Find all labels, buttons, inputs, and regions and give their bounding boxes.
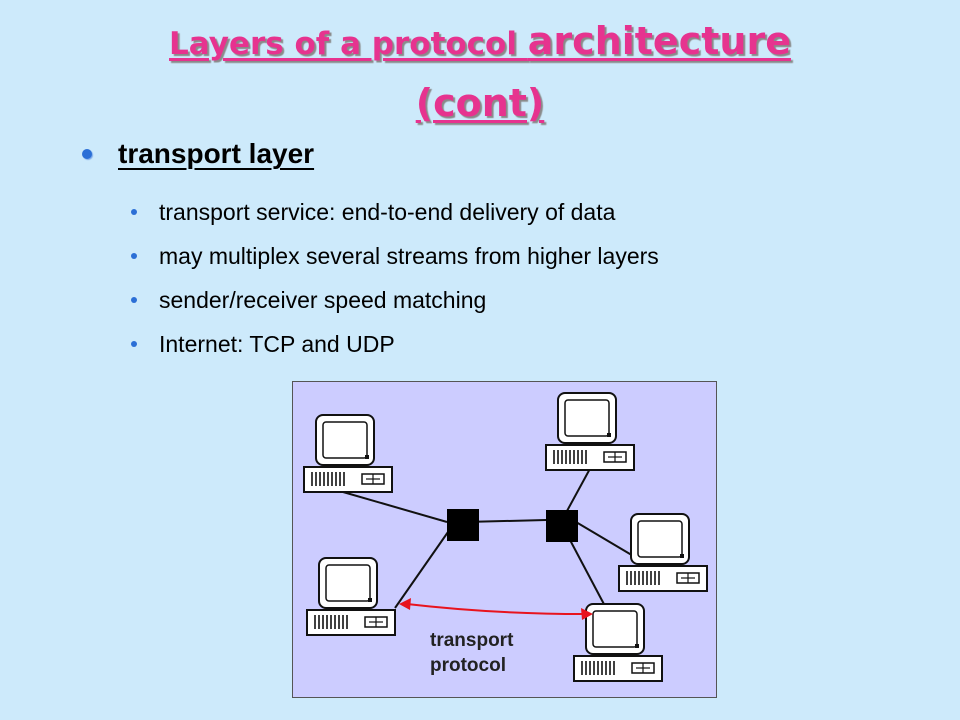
sub-bullet-text: sender/receiver speed matching — [159, 286, 487, 313]
main-bullet: transport layer — [82, 138, 314, 170]
bullet-dot-icon — [82, 149, 92, 159]
link-line — [575, 521, 636, 558]
sub-bullet-item: Internet: TCP and UDP — [131, 322, 659, 366]
host-right-icon — [618, 513, 708, 592]
sub-bullet-list: transport service: end-to-end delivery o… — [131, 190, 659, 366]
sub-bullet-text: transport service: end-to-end delivery o… — [159, 198, 616, 225]
link-line — [342, 491, 448, 523]
link-line — [569, 539, 607, 609]
transport-protocol-label: transport protocol — [430, 628, 513, 678]
label-line2: protocol — [430, 655, 506, 676]
title-part2: architecture — [527, 19, 791, 63]
title-line2: (cont) — [415, 81, 545, 125]
bullet-dot-icon — [131, 297, 137, 303]
slide-title: Layers of a protocol architecture (cont) — [0, 14, 960, 130]
transport-arrow — [399, 598, 593, 620]
router-left-icon — [447, 509, 479, 541]
bullet-dot-icon — [131, 209, 137, 215]
router-right-icon — [546, 510, 578, 542]
network-diagram: transport protocol — [292, 381, 717, 698]
link-line — [394, 531, 449, 609]
sub-bullet-item: transport service: end-to-end delivery o… — [131, 190, 659, 234]
host-top-left-icon — [303, 414, 393, 493]
sub-bullet-text: may multiplex several streams from highe… — [159, 242, 659, 269]
bullet-dot-icon — [131, 341, 137, 347]
sub-bullet-text: Internet: TCP and UDP — [159, 330, 395, 357]
main-bullet-text: transport layer — [118, 138, 315, 169]
network-diagram-svg — [303, 392, 708, 682]
bullet-dot-icon — [131, 253, 137, 259]
sub-bullet-item: may multiplex several streams from highe… — [131, 234, 659, 278]
label-line1: transport — [430, 630, 514, 651]
sub-bullet-item: sender/receiver speed matching — [131, 278, 659, 322]
host-bottom-left-icon — [306, 557, 396, 636]
host-top-right-icon — [545, 392, 635, 471]
title-part1: Layers of a protocol — [169, 26, 528, 62]
